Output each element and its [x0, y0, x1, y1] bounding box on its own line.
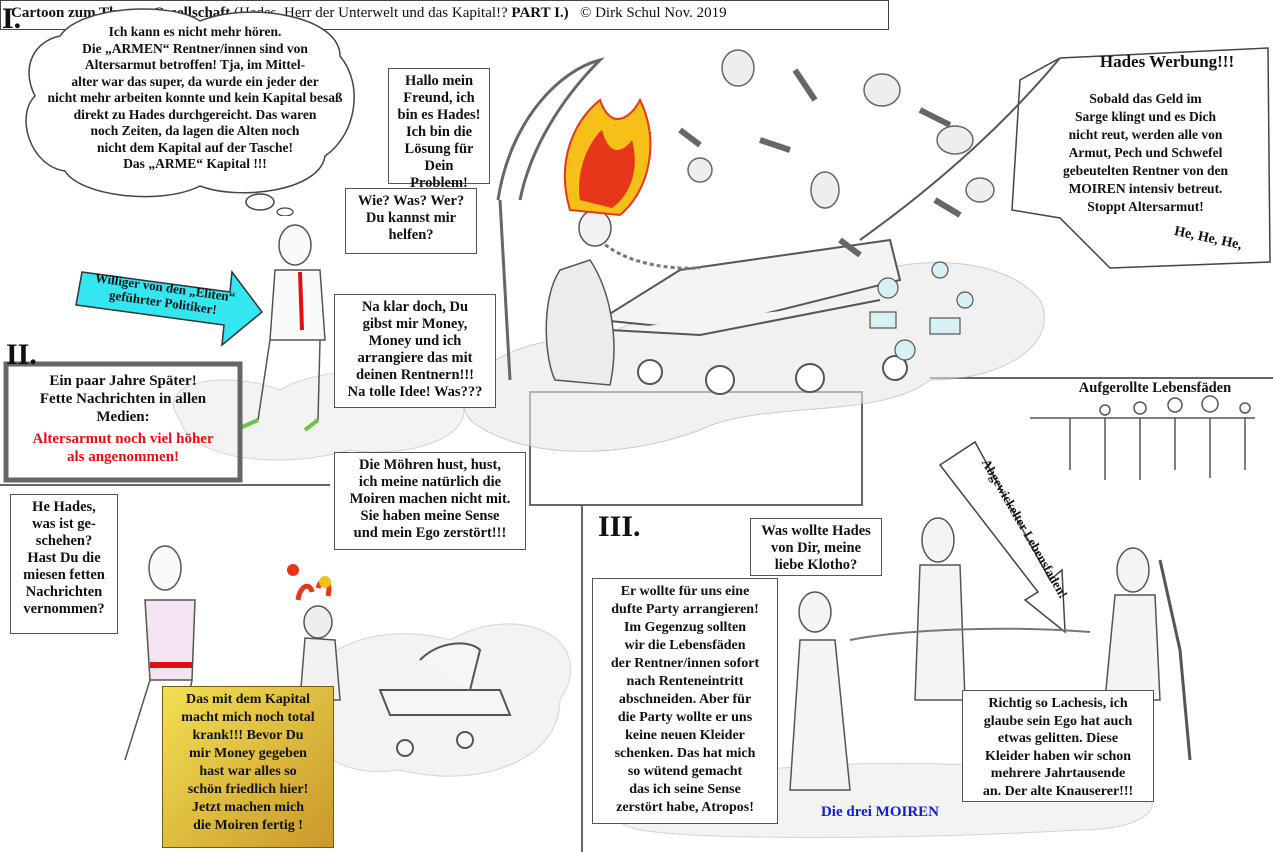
poster-string — [859, 57, 1061, 241]
news-box-frame — [3, 361, 243, 483]
atropos-speech: Richtig so Lachesis, ich glaube sein Ego… — [962, 690, 1154, 802]
politician-speech-2: He Hades, was ist ge- schehen? Hast Du d… — [10, 494, 118, 634]
politician-figure-2 — [124, 545, 196, 771]
hades-reply-box: Das mit dem Kapital macht mich noch tota… — [162, 686, 334, 848]
bones — [628, 49, 995, 258]
header-copyright: © Dirk Schul Nov. 2019 — [579, 5, 727, 21]
broken-scythe — [378, 642, 512, 757]
chain — [598, 238, 701, 270]
header-part: PART I.) — [511, 5, 569, 21]
hades-figure — [545, 97, 652, 386]
unwound-arrow — [938, 440, 1066, 634]
klotho-speech: Er wollte für uns eine dufte Party arran… — [592, 578, 778, 824]
panel-label-2: II. — [6, 338, 37, 371]
coffin-cart — [596, 238, 908, 395]
news-headline: Altersarmut noch viel höher als angenomm… — [32, 431, 214, 465]
politician-figure — [239, 224, 326, 432]
news-text: Ein paar Jahre Später! Fette Nachrichten… — [39, 373, 207, 425]
lachesis-speech: Was wollte Hades von Dir, meine liebe Kl… — [750, 518, 882, 576]
thought-bubble-shape — [25, 8, 355, 216]
life-threads — [1030, 395, 1255, 480]
panel-label-1: I. — [2, 2, 22, 35]
panel-label-3: III. — [598, 510, 641, 543]
moiren-figures — [789, 517, 1192, 791]
threads-label: Aufgerollte Lebensfäden — [1078, 380, 1232, 396]
ad-text: Sobald das Geld im Sarge klingt und es D… — [1062, 91, 1229, 214]
hades-speech-1: Hallo mein Freund, ich bin es Hades! Ich… — [388, 68, 490, 191]
politician-speech: Wie? Was? Wer? Du kannst mir helfen? — [345, 188, 477, 254]
politician-arrow — [75, 270, 264, 347]
thought-bubble-text: Ich kann es nicht mehr hören. Die „ARMEN… — [47, 24, 343, 171]
money-coins — [869, 261, 974, 361]
scythe — [496, 57, 605, 381]
hades-figure-2 — [287, 564, 341, 701]
hades-speech-2: Na klar doch, Du gibst mir Money, Money … — [334, 294, 496, 408]
moiren-caption: Die drei MOIREN — [820, 804, 940, 820]
ad-poster — [1011, 47, 1271, 269]
ad-title: Hades Werbung!!! — [1099, 52, 1235, 71]
header-subtitle: (Hades, Herr der Unterwelt und das Kapit… — [234, 5, 508, 21]
hades-speech-3: Die Möhren hust, hust, ich meine natürli… — [334, 452, 526, 550]
